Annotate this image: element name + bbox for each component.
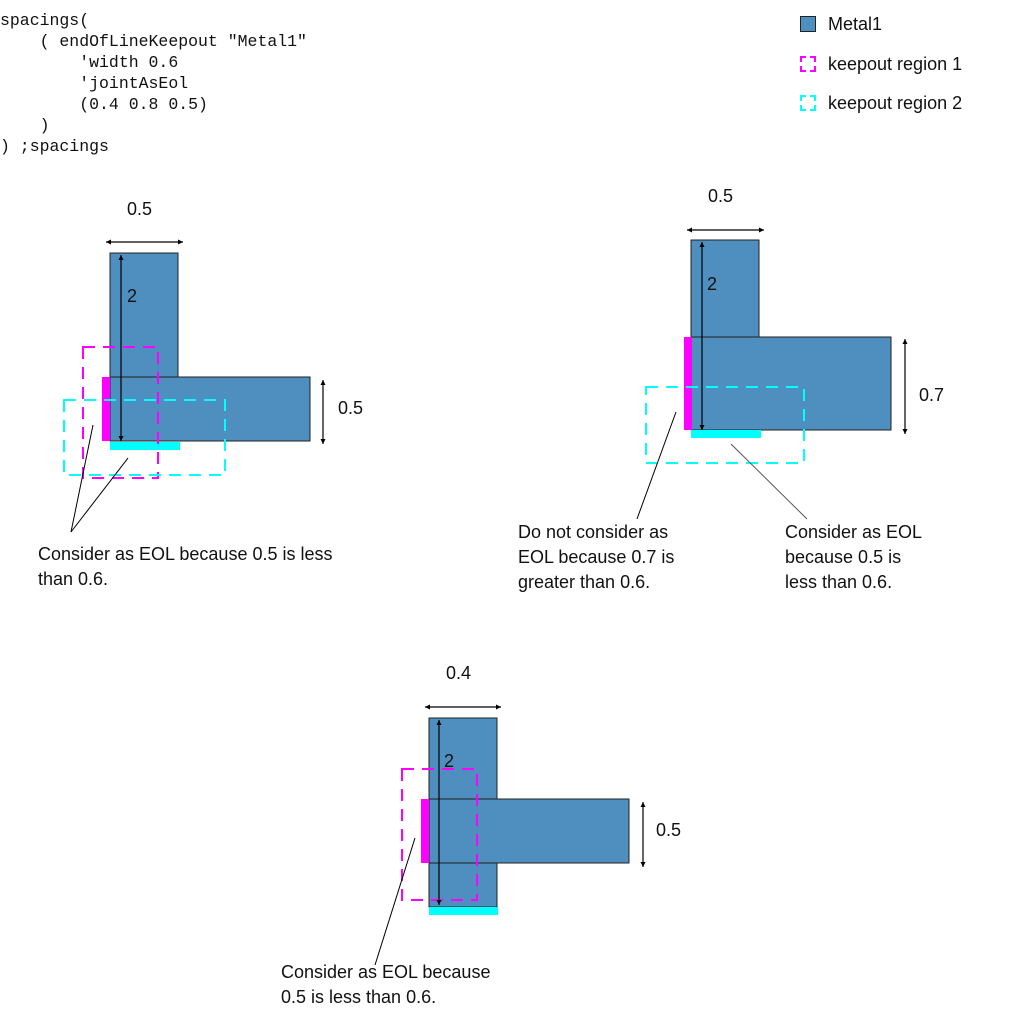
legend-item-keepout2: keepout region 2 bbox=[800, 92, 962, 114]
keepout1-swatch-icon bbox=[800, 56, 816, 72]
annotation-left: Consider as EOL because 0.5 is less than… bbox=[38, 544, 333, 589]
code-line: (0.4 0.8 0.5) bbox=[0, 95, 208, 114]
width-label: 0.5 bbox=[127, 199, 152, 219]
diagram-l-shape-left: 0.5 2 0.5 bbox=[63, 199, 363, 533]
code-line: spacings( bbox=[0, 11, 90, 30]
metal-horizontal-wire bbox=[690, 336, 892, 431]
legend-label: Metal1 bbox=[828, 13, 883, 34]
legend-item-keepout1: keepout region 1 bbox=[800, 53, 962, 75]
leader-line bbox=[636, 411, 677, 520]
width-label: 0.5 bbox=[708, 186, 733, 206]
eol-edge-keepout2 bbox=[691, 430, 761, 438]
keepout2-swatch-icon bbox=[800, 95, 816, 111]
code-line: ( endOfLineKeepout "Metal1" bbox=[0, 32, 307, 51]
leader-line bbox=[730, 443, 808, 520]
eol-edge-keepout1 bbox=[102, 377, 110, 441]
code-block: spacings( ( endOfLineKeepout "Metal1" 'w… bbox=[0, 10, 307, 157]
metal-horizontal-wire bbox=[428, 798, 630, 864]
metal1-swatch-icon bbox=[800, 16, 816, 32]
leader-line bbox=[70, 424, 94, 533]
metal-horizontal-wire bbox=[109, 376, 311, 442]
eol-edge-keepout2 bbox=[110, 442, 180, 450]
legend-label: keepout region 1 bbox=[828, 53, 963, 74]
leader-line bbox=[70, 457, 129, 533]
keepout-region-2 bbox=[63, 399, 226, 476]
code-line: 'width 0.6 bbox=[0, 53, 179, 72]
diagram-t-shape-bottom: 0.4 2 0.5 bbox=[374, 663, 681, 966]
legend-label: keepout region 2 bbox=[828, 92, 963, 113]
height-label: 2 bbox=[444, 751, 454, 771]
code-line: 'jointAsEol bbox=[0, 74, 189, 93]
code-line: ) bbox=[0, 116, 50, 135]
height-label: 2 bbox=[127, 286, 137, 306]
keepout-region-1 bbox=[82, 346, 159, 479]
diagram-l-shape-right: 0.5 2 0.7 bbox=[636, 186, 944, 520]
eol-edge-keepout1 bbox=[421, 799, 429, 863]
code-line: ) ;spacings bbox=[0, 137, 109, 156]
annotation-right-not-eol: Do not consider as EOL because 0.7 is gr… bbox=[518, 522, 675, 592]
annotation-right-eol: Consider as EOL because 0.5 is less than… bbox=[785, 522, 923, 592]
wire-width-label: 0.7 bbox=[919, 385, 944, 405]
annotation-bottom: Consider as EOL because 0.5 is less than… bbox=[281, 962, 491, 1007]
eol-edge-keepout1 bbox=[684, 337, 692, 430]
eol-edge-keepout2 bbox=[429, 907, 498, 915]
legend-item-metal1: Metal1 bbox=[800, 13, 882, 35]
leader-line bbox=[374, 837, 416, 966]
wire-width-label: 0.5 bbox=[338, 398, 363, 418]
width-label: 0.4 bbox=[446, 663, 471, 683]
wire-width-label: 0.5 bbox=[656, 820, 681, 840]
keepout-region-2 bbox=[645, 386, 805, 464]
height-label: 2 bbox=[707, 274, 717, 294]
